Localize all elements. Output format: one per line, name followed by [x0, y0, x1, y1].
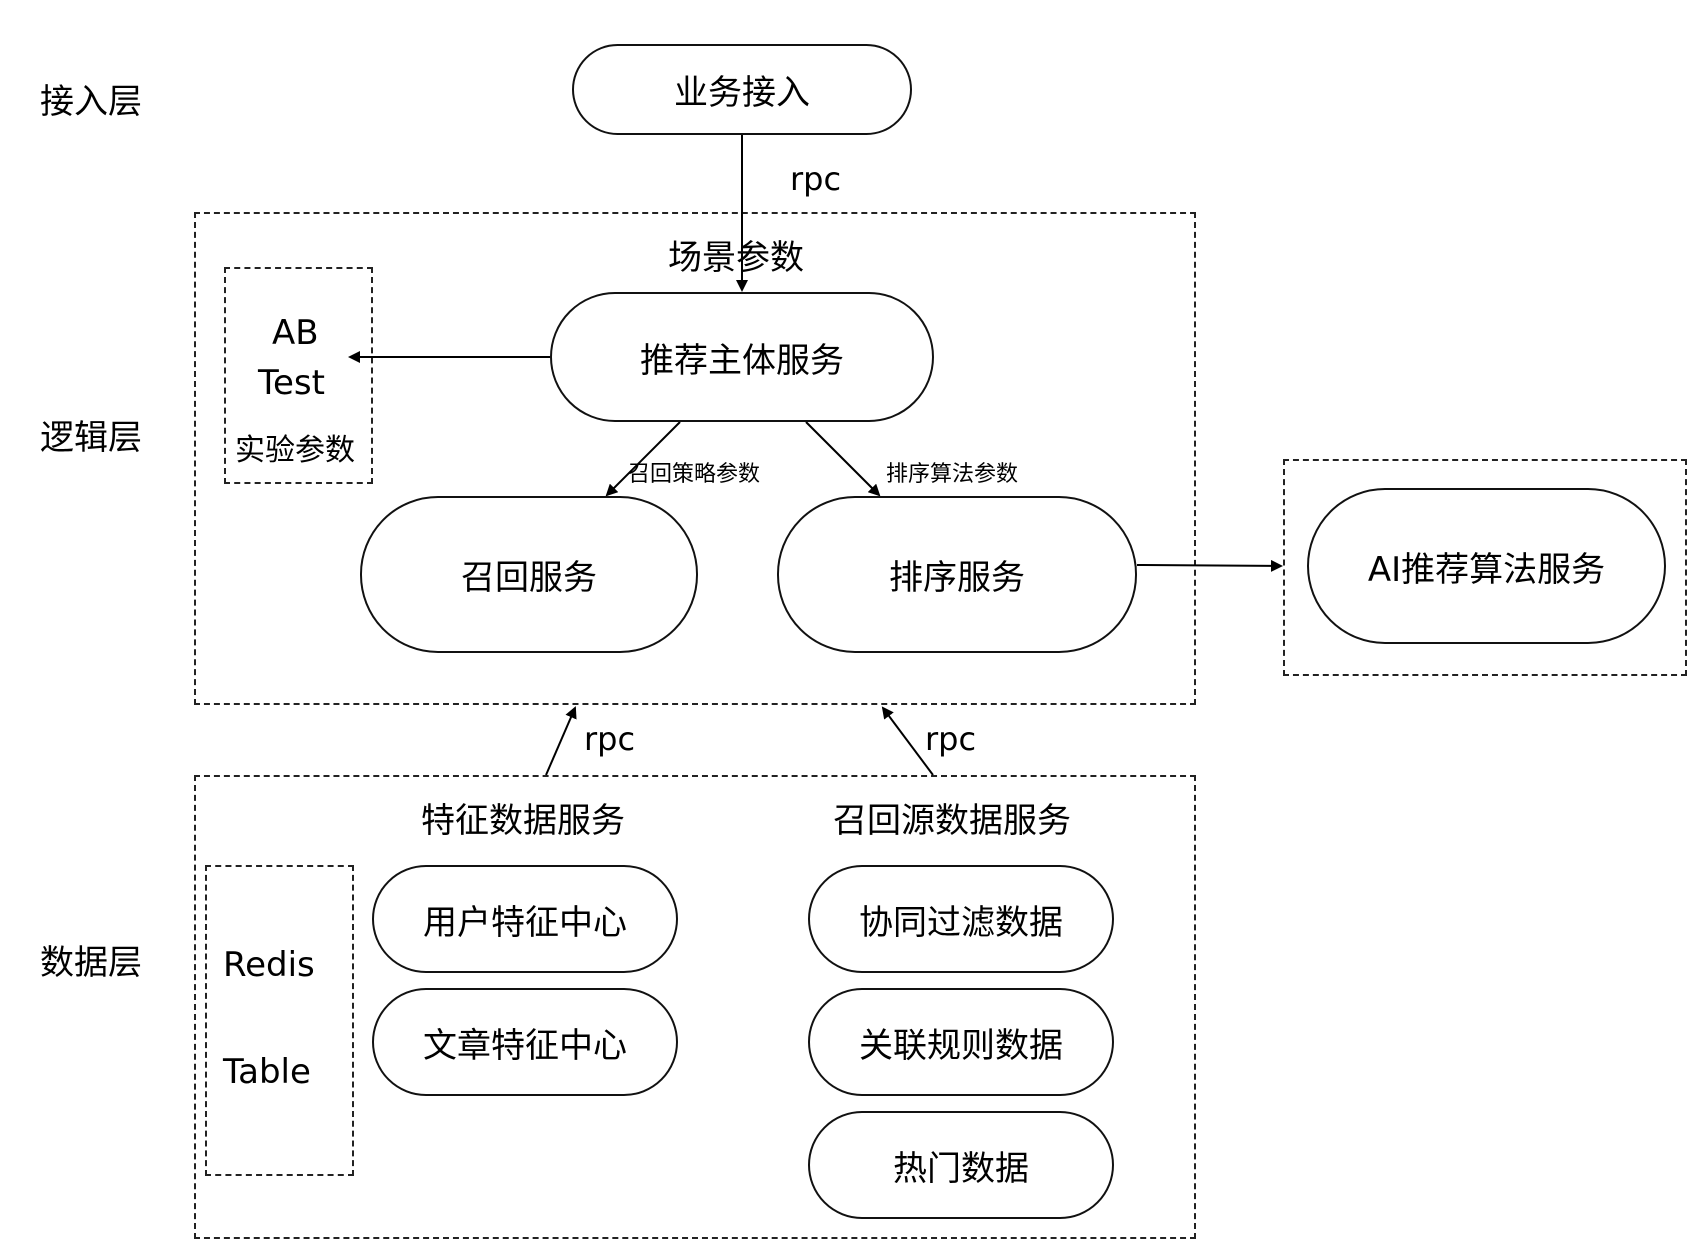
- user-feature-node: 用户特征中心: [372, 865, 678, 973]
- rank-service-node: 排序服务: [777, 496, 1137, 653]
- layer-label-logic: 逻辑层: [40, 418, 142, 458]
- recall-source-title: 召回源数据服务: [833, 801, 1071, 841]
- assoc-rules-node: 关联规则数据: [808, 988, 1114, 1096]
- collab-filter-label: 协同过滤数据: [859, 902, 1063, 943]
- ai-service-box: [1283, 459, 1687, 676]
- hot-data-label: 热门数据: [893, 1148, 1029, 1189]
- rpc-label-left: rpc: [584, 720, 636, 758]
- storage-table: Table: [223, 1052, 311, 1092]
- arrow-feature-to-logic: [545, 706, 577, 776]
- recall-service-label: 召回服务: [461, 558, 597, 598]
- business-access-label: 业务接入: [674, 73, 810, 113]
- logic-layer-box: [194, 212, 1196, 705]
- collab-filter-node: 协同过滤数据: [808, 865, 1114, 973]
- rpc-label-top: rpc: [790, 160, 842, 198]
- ab-test-params: 实验参数: [235, 433, 355, 468]
- business-access-node: 业务接入: [572, 44, 912, 135]
- user-feature-label: 用户特征中心: [423, 902, 627, 943]
- layer-label-data: 数据层: [40, 943, 142, 983]
- recall-strategy-label: 召回策略参数: [628, 462, 761, 487]
- article-feature-node: 文章特征中心: [372, 988, 678, 1096]
- rpc-label-right: rpc: [925, 720, 977, 758]
- scene-params-label: 场景参数: [668, 238, 804, 278]
- ai-algo-node: AI推荐算法服务: [1307, 488, 1666, 644]
- ai-algo-label: AI推荐算法服务: [1367, 549, 1606, 590]
- arrow-main-to-recall: [605, 421, 681, 497]
- recommend-main-label: 推荐主体服务: [640, 340, 844, 381]
- rank-service-label: 排序服务: [889, 558, 1025, 598]
- rank-algo-label: 排序算法参数: [886, 462, 1019, 487]
- ab-test-line2: Test: [258, 363, 325, 403]
- hot-data-node: 热门数据: [808, 1111, 1114, 1219]
- recommend-main-node: 推荐主体服务: [550, 292, 934, 422]
- arrow-main-to-rank: [805, 421, 881, 497]
- arrow-rank-to-ai: [1136, 559, 1283, 572]
- ab-test-line1: AB: [272, 313, 319, 353]
- layer-label-access: 接入层: [40, 82, 142, 122]
- assoc-rules-label: 关联规则数据: [859, 1025, 1063, 1066]
- data-layer-box: [194, 775, 1196, 1239]
- article-feature-label: 文章特征中心: [423, 1025, 627, 1066]
- recall-service-node: 召回服务: [360, 496, 698, 653]
- arrow-source-to-logic: [881, 706, 934, 776]
- storage-redis: Redis: [223, 945, 315, 985]
- feature-service-title: 特征数据服务: [421, 801, 625, 841]
- storage-box: [205, 865, 354, 1176]
- ab-test-box: [224, 267, 373, 484]
